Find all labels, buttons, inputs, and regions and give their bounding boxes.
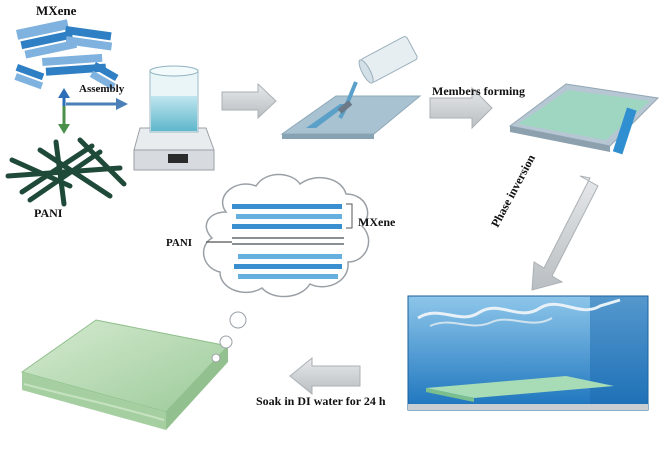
label-pani-left: PANI xyxy=(34,206,63,220)
assembly-arrows-icon xyxy=(58,88,128,134)
arrow-to-casting xyxy=(221,82,277,120)
water-bath-icon xyxy=(407,295,649,411)
arrow-members-forming xyxy=(429,86,493,130)
cast-film-icon xyxy=(508,83,660,155)
arrow-soak xyxy=(289,356,361,396)
pani-fibers-icon xyxy=(5,137,127,207)
label-pani-cloud: PANI xyxy=(166,237,193,249)
final-membrane-icon xyxy=(20,319,229,430)
stirring-beaker-icon xyxy=(133,65,215,171)
casting-plate-icon xyxy=(280,36,422,139)
label-mxene-cloud: MXene xyxy=(358,215,396,229)
arrow-phase-inversion xyxy=(531,175,599,291)
mxene-pani-structure-icon xyxy=(206,203,353,279)
label-members-forming: Members forming xyxy=(432,84,525,98)
label-assembly: Assembly xyxy=(79,83,125,95)
label-mxene-top: MXene xyxy=(36,3,77,18)
label-soak: Soak in DI water for 24 h xyxy=(256,394,386,408)
mxene-flakes-icon xyxy=(14,19,119,90)
